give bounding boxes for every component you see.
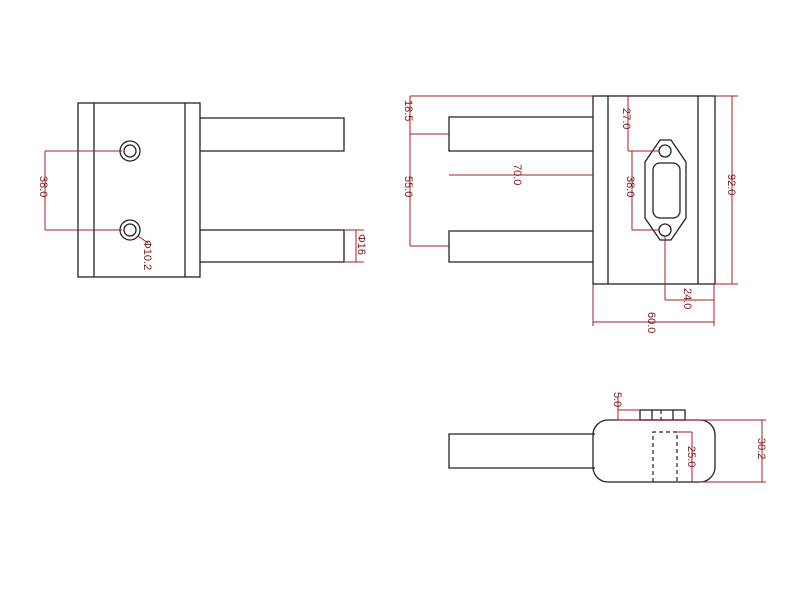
rod-bottom — [200, 229, 345, 263]
body-outline — [77, 102, 201, 278]
dim-width: 60.0 — [645, 312, 657, 333]
dim-hole-diameter: Φ10.2 — [141, 240, 153, 270]
bottom-view: 5.0 25.0 30.2 — [448, 392, 767, 483]
dim-hole-spacing: 38.0 — [37, 176, 49, 197]
hole-top — [119, 140, 141, 162]
exhaust-port — [652, 162, 681, 219]
left-view: 38.0 Φ10.2 Φ16 — [37, 102, 367, 278]
dim-top-offset: 18.5 — [402, 100, 414, 121]
bore-hidden-line — [652, 431, 678, 482]
dim-rod-diameter: Φ16 — [355, 234, 367, 255]
rod-bottom — [448, 230, 593, 263]
dim-height: 92.0 — [725, 174, 737, 195]
rod — [448, 433, 595, 469]
dim-hole-edge-distance: 24.0 — [681, 288, 693, 309]
right-view: 18.5 55.0 70.0 27.0 38.0 92.0 24.0 60.0 — [402, 95, 738, 333]
body-outline — [592, 95, 716, 285]
dim-bore-depth: 25.0 — [685, 446, 697, 467]
gasket-flange — [644, 139, 687, 241]
nub — [639, 409, 686, 421]
hole-bottom — [119, 219, 141, 241]
dim-gasket-hole-spacing: 38.0 — [624, 176, 636, 197]
dim-nub-height: 5.0 — [611, 392, 623, 407]
rod-top — [200, 117, 345, 152]
dim-rod-length: 70.0 — [511, 164, 523, 185]
dim-hole-offset: 27.0 — [620, 108, 632, 129]
dim-rod-spacing: 55.0 — [402, 176, 414, 197]
dim-thickness: 30.2 — [755, 438, 767, 459]
rod-top — [448, 116, 593, 152]
